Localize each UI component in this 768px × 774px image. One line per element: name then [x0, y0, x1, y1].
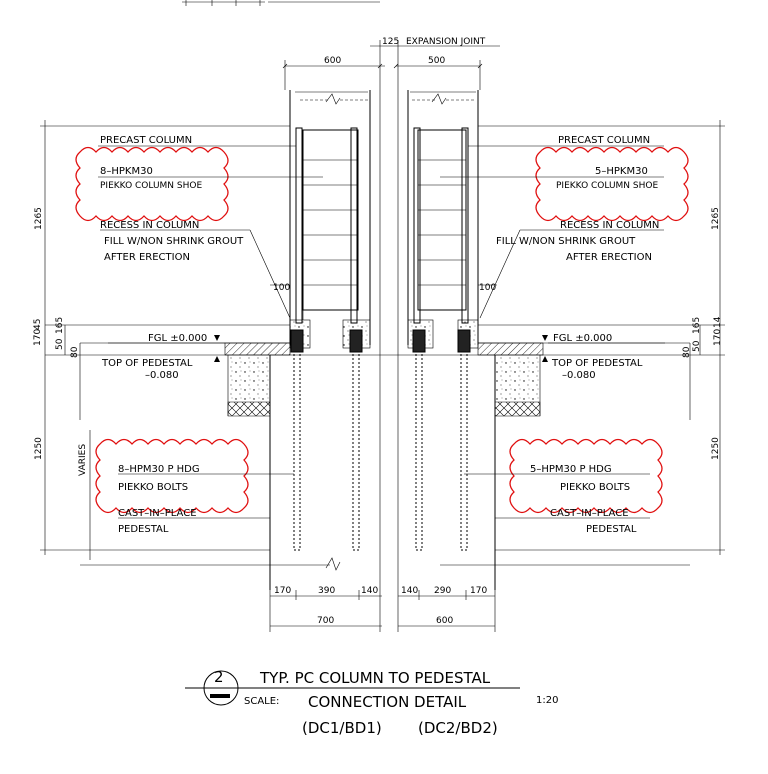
left-top-pedestal: TOP OF PEDESTAL	[101, 358, 193, 369]
expansion-joint-label: EXPANSION JOINT	[406, 37, 486, 47]
right-gap-dim: 100	[479, 283, 496, 293]
right-bolt-qty: 5–HPM30 P HDG	[530, 464, 612, 475]
left-bolt-qty: 8–HPM30 P HDG	[118, 464, 200, 475]
right-dim-1250: 1250	[711, 437, 721, 460]
left-dim-1265: 1265	[34, 207, 44, 230]
left-column-shoes	[290, 329, 363, 353]
left-shoe-name: PIEKKO COLUMN SHOE	[100, 181, 202, 191]
right-fgl-label: FGL ±0.000	[553, 333, 612, 344]
right-dim-1265: 1265	[711, 207, 721, 230]
right-bottom-total: 600	[436, 616, 453, 626]
right-annotations: PRECAST COLUMN 5–HPKM30 PIEKKO COLUMN SH…	[440, 135, 689, 535]
right-shoe-qty: 5–HPKM30	[595, 166, 648, 177]
scale-value: 1:20	[536, 695, 558, 706]
right-revision-cloud-bolt	[509, 438, 663, 514]
title-line3: (DC1/BD1)	[302, 719, 382, 737]
right-dim-14: 14	[713, 316, 723, 328]
left-dim-80: 80	[70, 346, 80, 358]
left-recess-line1: RECESS IN COLUMN	[100, 220, 199, 231]
right-cast-label1: CAST–IN–PLACE	[550, 508, 629, 519]
right-precast-label: PRECAST COLUMN	[558, 135, 650, 146]
left-precast-column	[289, 90, 371, 349]
right-dim-80: 80	[682, 346, 692, 358]
right-recess-line1: RECESS IN COLUMN	[560, 220, 659, 231]
right-bottom-dim-3: 170	[470, 586, 487, 596]
right-bottom-dim-2: 290	[434, 586, 451, 596]
left-top-pedestal-level: –0.080	[145, 370, 179, 381]
left-vertical-dimensions: 1265 1250 VARIES 170 45 50 165 80	[33, 120, 290, 560]
right-recess-line3: AFTER ERECTION	[566, 252, 652, 263]
left-recess-line3: AFTER ERECTION	[104, 252, 190, 263]
left-recess-line2: FILL W/NON SHRINK GROUT	[104, 236, 244, 247]
detail-number: 2	[214, 668, 224, 686]
right-dim-165: 165	[692, 317, 702, 334]
left-cast-label1: CAST–IN–PLACE	[118, 508, 197, 519]
left-top-dimension: 600	[282, 56, 385, 90]
left-dim-50: 50	[55, 338, 65, 350]
left-bolt-name: PIEKKO BOLTS	[118, 482, 188, 493]
right-top-pedestal-level: –0.080	[562, 370, 596, 381]
title-line2: CONNECTION DETAIL	[308, 693, 467, 711]
right-revision-cloud-shoe	[535, 146, 689, 222]
left-revision-cloud-shoe	[75, 146, 229, 222]
left-bottom-dim-1: 170	[274, 586, 291, 596]
anchor-bolts	[293, 351, 468, 551]
right-bolt-name: PIEKKO BOLTS	[560, 482, 630, 493]
left-fgl-label: FGL ±0.000	[148, 333, 207, 344]
right-dim-170: 170	[713, 329, 723, 346]
left-annotations: PRECAST COLUMN 8–HPKM30 PIEKKO COLUMN SH…	[75, 135, 323, 535]
left-cast-label2: PEDESTAL	[118, 524, 169, 535]
left-revision-cloud-bolt	[95, 438, 249, 514]
left-varies: VARIES	[78, 444, 88, 476]
left-bottom-dimensions: 170 390 140 700	[269, 586, 382, 632]
right-top-pedestal: TOP OF PEDESTAL	[551, 358, 643, 369]
right-top-dim: 500	[428, 56, 445, 66]
right-top-dimension: 500	[393, 56, 483, 90]
scale-label: SCALE:	[244, 696, 279, 707]
title-line1: TYP. PC COLUMN TO PEDESTAL	[259, 669, 491, 687]
title-block: 2 TYP. PC COLUMN TO PEDESTAL SCALE: CONN…	[185, 668, 558, 737]
left-dim-170: 170	[33, 329, 43, 346]
right-bottom-dimensions: 140 290 170 600	[397, 586, 496, 632]
left-bottom-dim-3: 140	[361, 586, 378, 596]
left-dim-1250: 1250	[34, 437, 44, 460]
right-shoe-name: PIEKKO COLUMN SHOE	[556, 181, 658, 191]
expansion-joint: 125 EXPANSION JOINT	[370, 37, 500, 590]
right-column-shoes	[412, 329, 471, 353]
right-dim-50: 50	[692, 340, 702, 352]
title-line4: (DC2/BD2)	[418, 719, 498, 737]
right-precast-column	[407, 90, 479, 349]
left-bottom-total: 700	[317, 616, 334, 626]
left-top-dim: 600	[324, 56, 341, 66]
top-cropped-fragment	[182, 0, 380, 6]
left-dim-165: 165	[55, 317, 65, 334]
floor-level-lines	[45, 324, 725, 362]
left-shoe-qty: 8–HPKM30	[100, 166, 153, 177]
pedestal-outline	[80, 355, 690, 590]
right-bottom-dim-1: 140	[401, 586, 418, 596]
ground-fill	[227, 355, 541, 417]
gap-dimensions: 100 100	[270, 283, 497, 293]
expansion-joint-dim: 125	[382, 37, 399, 47]
left-precast-label: PRECAST COLUMN	[100, 135, 192, 146]
right-recess-line2: FILL W/NON SHRINK GROUT	[496, 236, 636, 247]
right-cast-label2: PEDESTAL	[586, 524, 637, 535]
left-gap-dim: 100	[273, 283, 290, 293]
left-dim-45: 45	[33, 319, 43, 330]
left-bottom-dim-2: 390	[318, 586, 335, 596]
right-vertical-dimensions: 1265 1250 170 14 50 165 80	[478, 120, 725, 555]
